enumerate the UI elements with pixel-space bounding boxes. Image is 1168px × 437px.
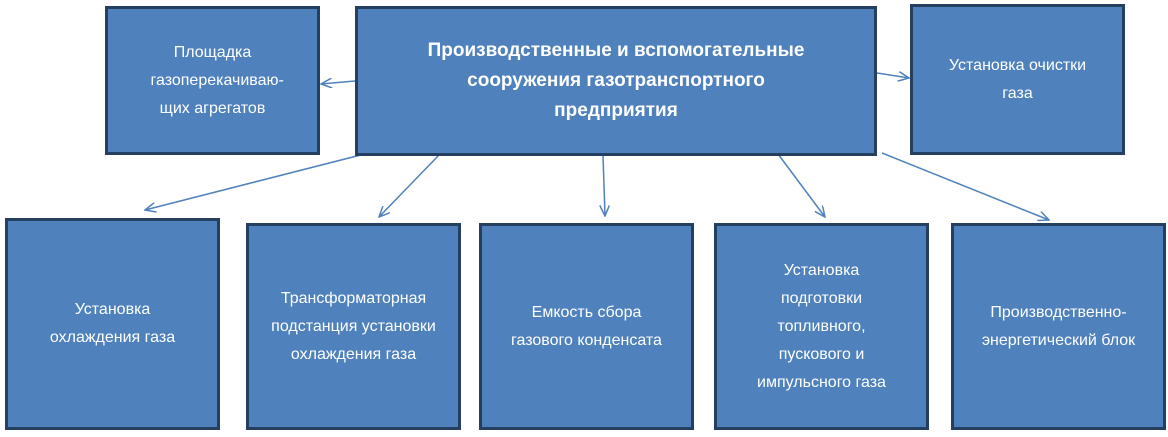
arrow-to-right-node (876, 73, 909, 78)
arrow-to-node-4 (777, 153, 825, 217)
bottom-node-3-label: Емкость сбора газового конденсата (511, 303, 662, 349)
bottom-node-2-label: Трансформаторная подстанция установки ох… (271, 289, 436, 363)
main-node-label: Производственные и вспомогательные соору… (427, 40, 805, 121)
bottom-node-2: Трансформаторная подстанция установки ох… (246, 223, 461, 430)
bottom-node-5: Производственно-энергетический блок (951, 223, 1166, 430)
bottom-node-1-label: Установка охлаждения газа (49, 301, 176, 346)
bottom-node-4: Установка подготовки топливного, пусково… (714, 223, 929, 430)
left-node-label: Площадка газоперекачиваю-щих агрегатов (150, 43, 284, 117)
main-node: Производственные и вспомогательные соору… (355, 6, 877, 156)
bottom-node-1: Установка охлаждения газа (5, 218, 220, 430)
bottom-node-3: Емкость сбора газового конденсата (479, 223, 694, 430)
arrow-to-node-1 (145, 146, 393, 210)
arrow-to-node-3 (603, 155, 605, 216)
left-node: Площадка газоперекачиваю-щих агрегатов (105, 6, 320, 155)
right-node: Установка очистки газа (910, 4, 1125, 155)
arrow-to-node-2 (379, 153, 441, 217)
arrow-to-node-5 (881, 152, 1049, 220)
bottom-node-5-label: Производственно-энергетический блок (981, 303, 1136, 349)
right-node-label: Установка очистки газа (948, 56, 1087, 102)
arrow-to-left-node (321, 81, 356, 84)
bottom-node-4-label: Установка подготовки топливного, пусково… (757, 261, 886, 391)
